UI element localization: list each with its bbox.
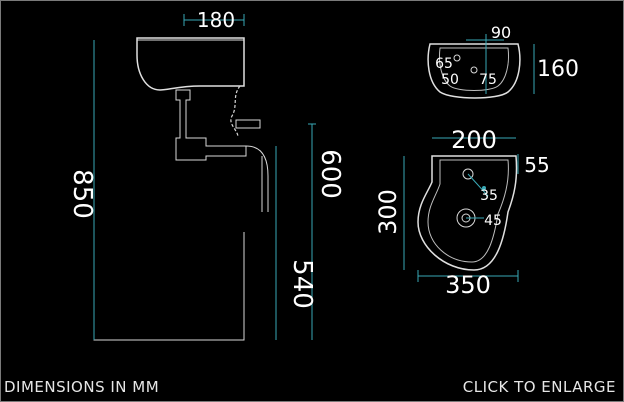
stop-valve <box>235 119 261 129</box>
dimensions-caption: DIMENSIONS IN MM <box>4 378 160 396</box>
dim-label-600: 600 <box>315 149 345 199</box>
dim-label-200: 200 <box>451 126 497 154</box>
dim-label-850: 850 <box>67 169 97 219</box>
tap-hole-top <box>453 54 461 62</box>
trap-pipe <box>245 145 269 212</box>
dim-label-90: 90 <box>491 23 511 42</box>
dim-label-55: 55 <box>524 153 549 177</box>
dim-label-50: 50 <box>441 72 459 88</box>
dim-label-35: 35 <box>480 188 498 204</box>
side-view: 180 850 600 540 <box>67 8 345 341</box>
dim-label-540: 540 <box>287 259 317 309</box>
plan-view: 200 55 300 35 45 350 <box>374 126 550 299</box>
basin-plan-outline <box>417 155 518 271</box>
leader-35 <box>467 173 489 197</box>
click-to-enlarge-link[interactable]: CLICK TO ENLARGE <box>462 378 616 396</box>
dim-label-180: 180 <box>197 8 235 32</box>
basin-top-inner <box>439 47 509 91</box>
pedestal-outline <box>93 40 245 341</box>
dim-label-65: 65 <box>435 56 453 72</box>
tap-hole-plan <box>462 168 474 180</box>
dim-label-160: 160 <box>537 57 579 82</box>
basin-plan-inner <box>427 159 509 263</box>
basin-top-outline <box>427 43 521 99</box>
dim-label-45: 45 <box>484 213 502 229</box>
top-view: 90 65 50 75 160 <box>427 23 579 99</box>
supply-hose <box>230 85 241 137</box>
dim-label-75: 75 <box>479 72 497 88</box>
trap-outline <box>175 89 247 161</box>
waste-hole-top <box>470 66 478 74</box>
overflow-plan <box>482 186 486 190</box>
basin-side-outline <box>136 37 245 91</box>
dim-label-350: 350 <box>445 271 491 299</box>
dim-label-300: 300 <box>374 189 402 235</box>
